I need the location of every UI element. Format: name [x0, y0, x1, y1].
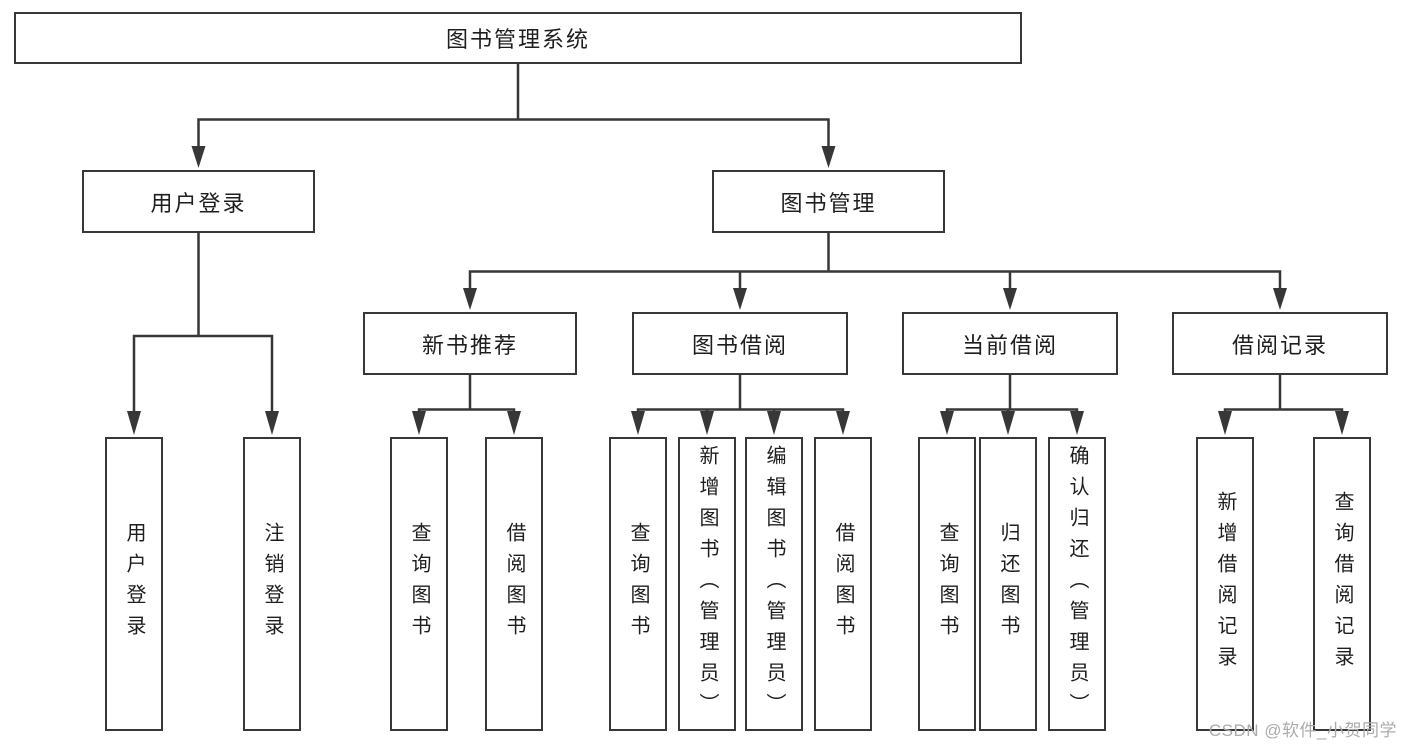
connector-borrow-record-children [1218, 375, 1349, 435]
node-leaf-query-book-current: 查询图书 [918, 437, 976, 731]
node-leaf-query-book-rec: 查询图书 [390, 437, 448, 731]
node-leaf-borrow-book-label: 借阅图书 [832, 522, 854, 646]
node-book-mgmt: 图书管理 [712, 170, 945, 233]
node-user-login: 用户登录 [82, 170, 315, 233]
node-leaf-query-book-current-label: 查询图书 [936, 522, 958, 646]
connector-root-children [191, 64, 836, 168]
node-current-borrow: 当前借阅 [902, 312, 1118, 375]
node-root: 图书管理系统 [14, 12, 1022, 64]
node-leaf-add-book-label: 新增图书（管理员） [696, 444, 718, 724]
node-leaf-return-book: 归还图书 [979, 437, 1037, 731]
node-leaf-confirm-return-label: 确认归还（管理员） [1066, 444, 1088, 724]
node-borrow-record-label: 借阅记录 [1231, 332, 1328, 358]
node-leaf-logout-label: 注销登录 [261, 522, 283, 646]
node-leaf-add-record: 新增借阅记录 [1196, 437, 1254, 731]
node-leaf-query-book-rec-label: 查询图书 [408, 522, 430, 646]
node-new-book-rec: 新书推荐 [363, 312, 577, 375]
node-new-book-rec-label: 新书推荐 [421, 332, 518, 358]
node-leaf-confirm-return: 确认归还（管理员） [1048, 437, 1106, 731]
node-leaf-query-book-borrow-label: 查询图书 [627, 522, 649, 646]
node-leaf-query-record: 查询借阅记录 [1313, 437, 1371, 731]
node-leaf-borrow-book: 借阅图书 [814, 437, 872, 731]
node-book-borrow: 图书借阅 [632, 312, 848, 375]
node-borrow-record: 借阅记录 [1172, 312, 1388, 375]
node-leaf-user-login-label: 用户登录 [123, 522, 145, 646]
node-root-label: 图书管理系统 [445, 27, 590, 52]
connector-user-login-children [127, 233, 279, 435]
node-leaf-add-book: 新增图书（管理员） [678, 437, 736, 731]
connector-new-book-rec-children [412, 375, 521, 435]
node-leaf-query-book-borrow: 查询图书 [609, 437, 667, 731]
node-user-login-label: 用户登录 [150, 190, 247, 216]
node-leaf-edit-book: 编辑图书（管理员） [745, 437, 803, 731]
node-leaf-logout: 注销登录 [243, 437, 301, 731]
node-leaf-return-book-label: 归还图书 [997, 522, 1019, 646]
connector-book-borrow-children [631, 375, 850, 435]
node-book-borrow-label: 图书借阅 [691, 332, 788, 358]
node-book-mgmt-label: 图书管理 [780, 190, 877, 216]
node-current-borrow-label: 当前借阅 [961, 332, 1058, 358]
node-leaf-add-record-label: 新增借阅记录 [1214, 491, 1236, 677]
connector-current-borrow-children [940, 375, 1084, 435]
node-leaf-borrow-book-rec: 借阅图书 [485, 437, 543, 731]
node-leaf-user-login: 用户登录 [105, 437, 163, 731]
node-leaf-borrow-book-rec-label: 借阅图书 [503, 522, 525, 646]
node-leaf-edit-book-label: 编辑图书（管理员） [763, 444, 785, 724]
connector-book-mgmt-children [463, 233, 1287, 310]
node-leaf-query-record-label: 查询借阅记录 [1331, 491, 1353, 677]
